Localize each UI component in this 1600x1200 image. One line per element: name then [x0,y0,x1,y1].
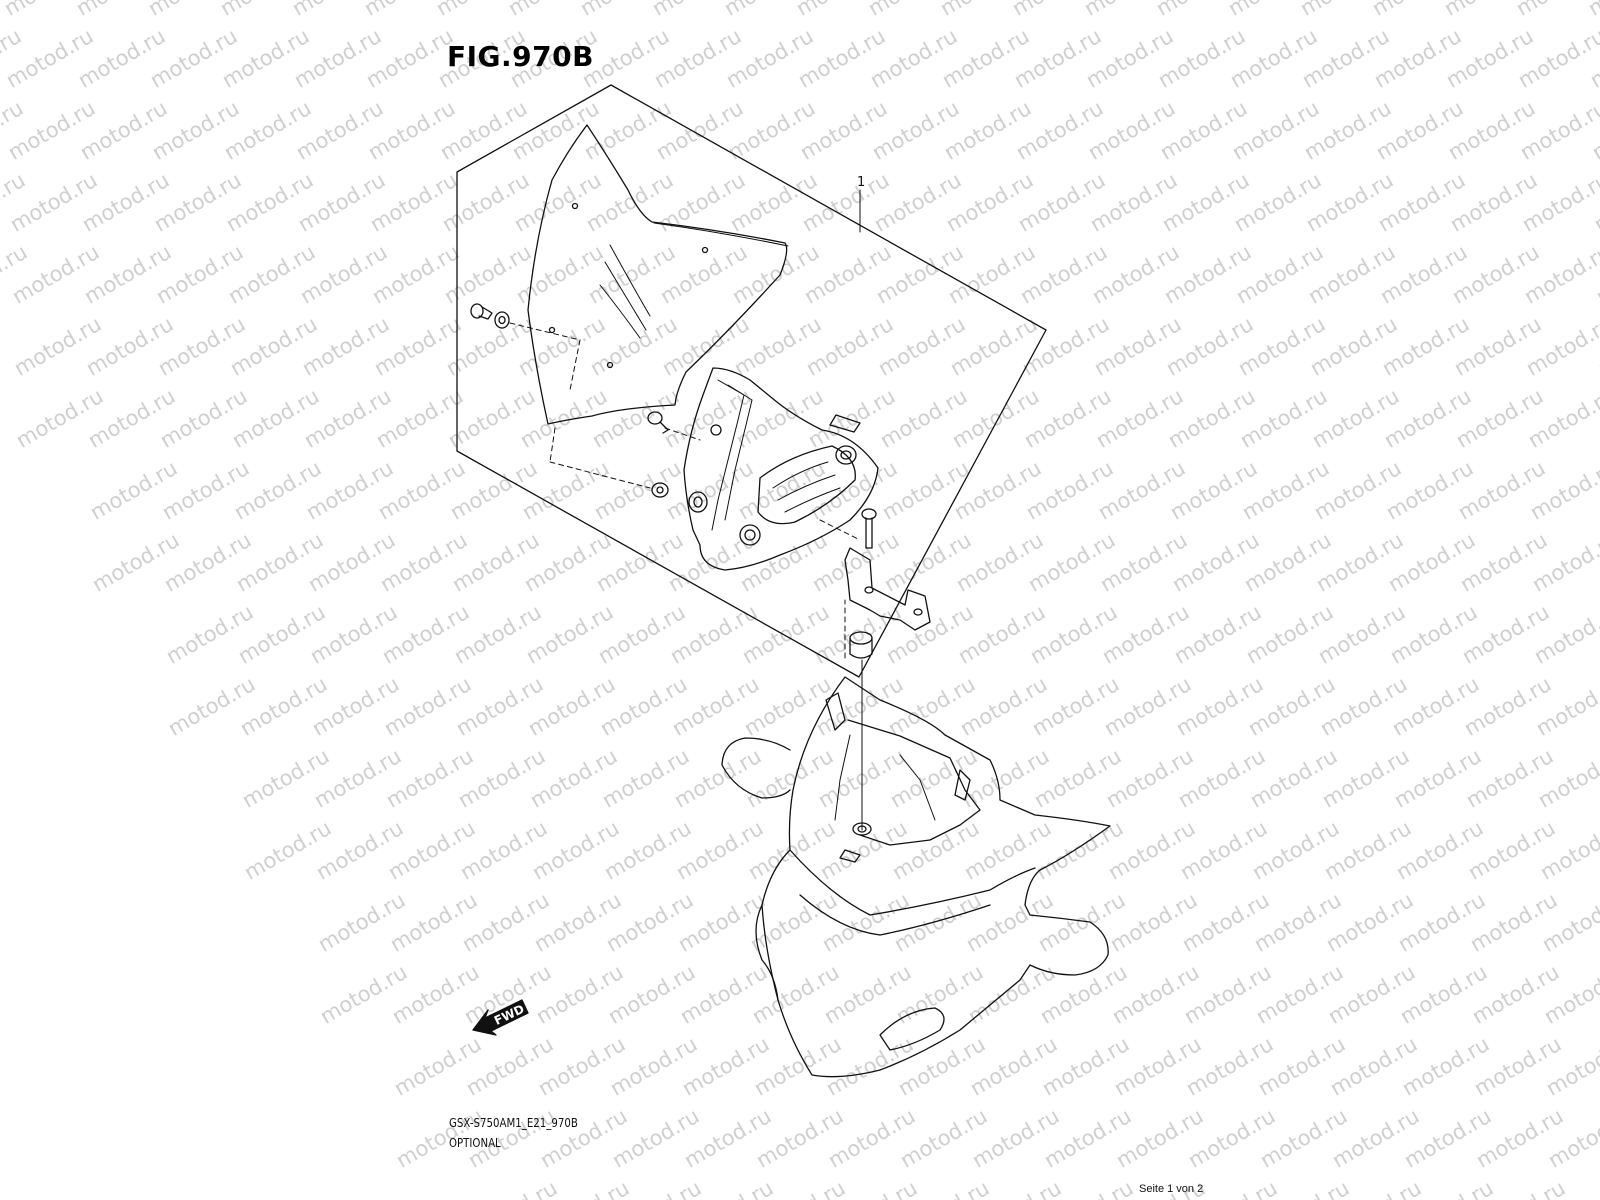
page-indicator: Seite 1 von 2 [1139,1183,1204,1195]
assembly-lines [509,322,861,659]
assembly-boundary [456,84,1047,678]
bracket-screw [647,411,669,498]
rubber-cushion [849,631,873,659]
windscreen [527,124,789,425]
fwd-arrow-icon [472,999,529,1036]
meter-bracket [683,367,879,571]
figure-note: OPTIONAL [449,1136,501,1150]
callout-1: 1 [857,175,865,190]
figure-title: FIG.970B [447,40,594,73]
figure-code: GSX-S750AM1_E21_970B [449,1116,578,1130]
small-plate [829,414,861,433]
windscreen-screw [470,303,510,329]
front-cowl [721,676,1111,1078]
stay-bracket [844,508,931,631]
